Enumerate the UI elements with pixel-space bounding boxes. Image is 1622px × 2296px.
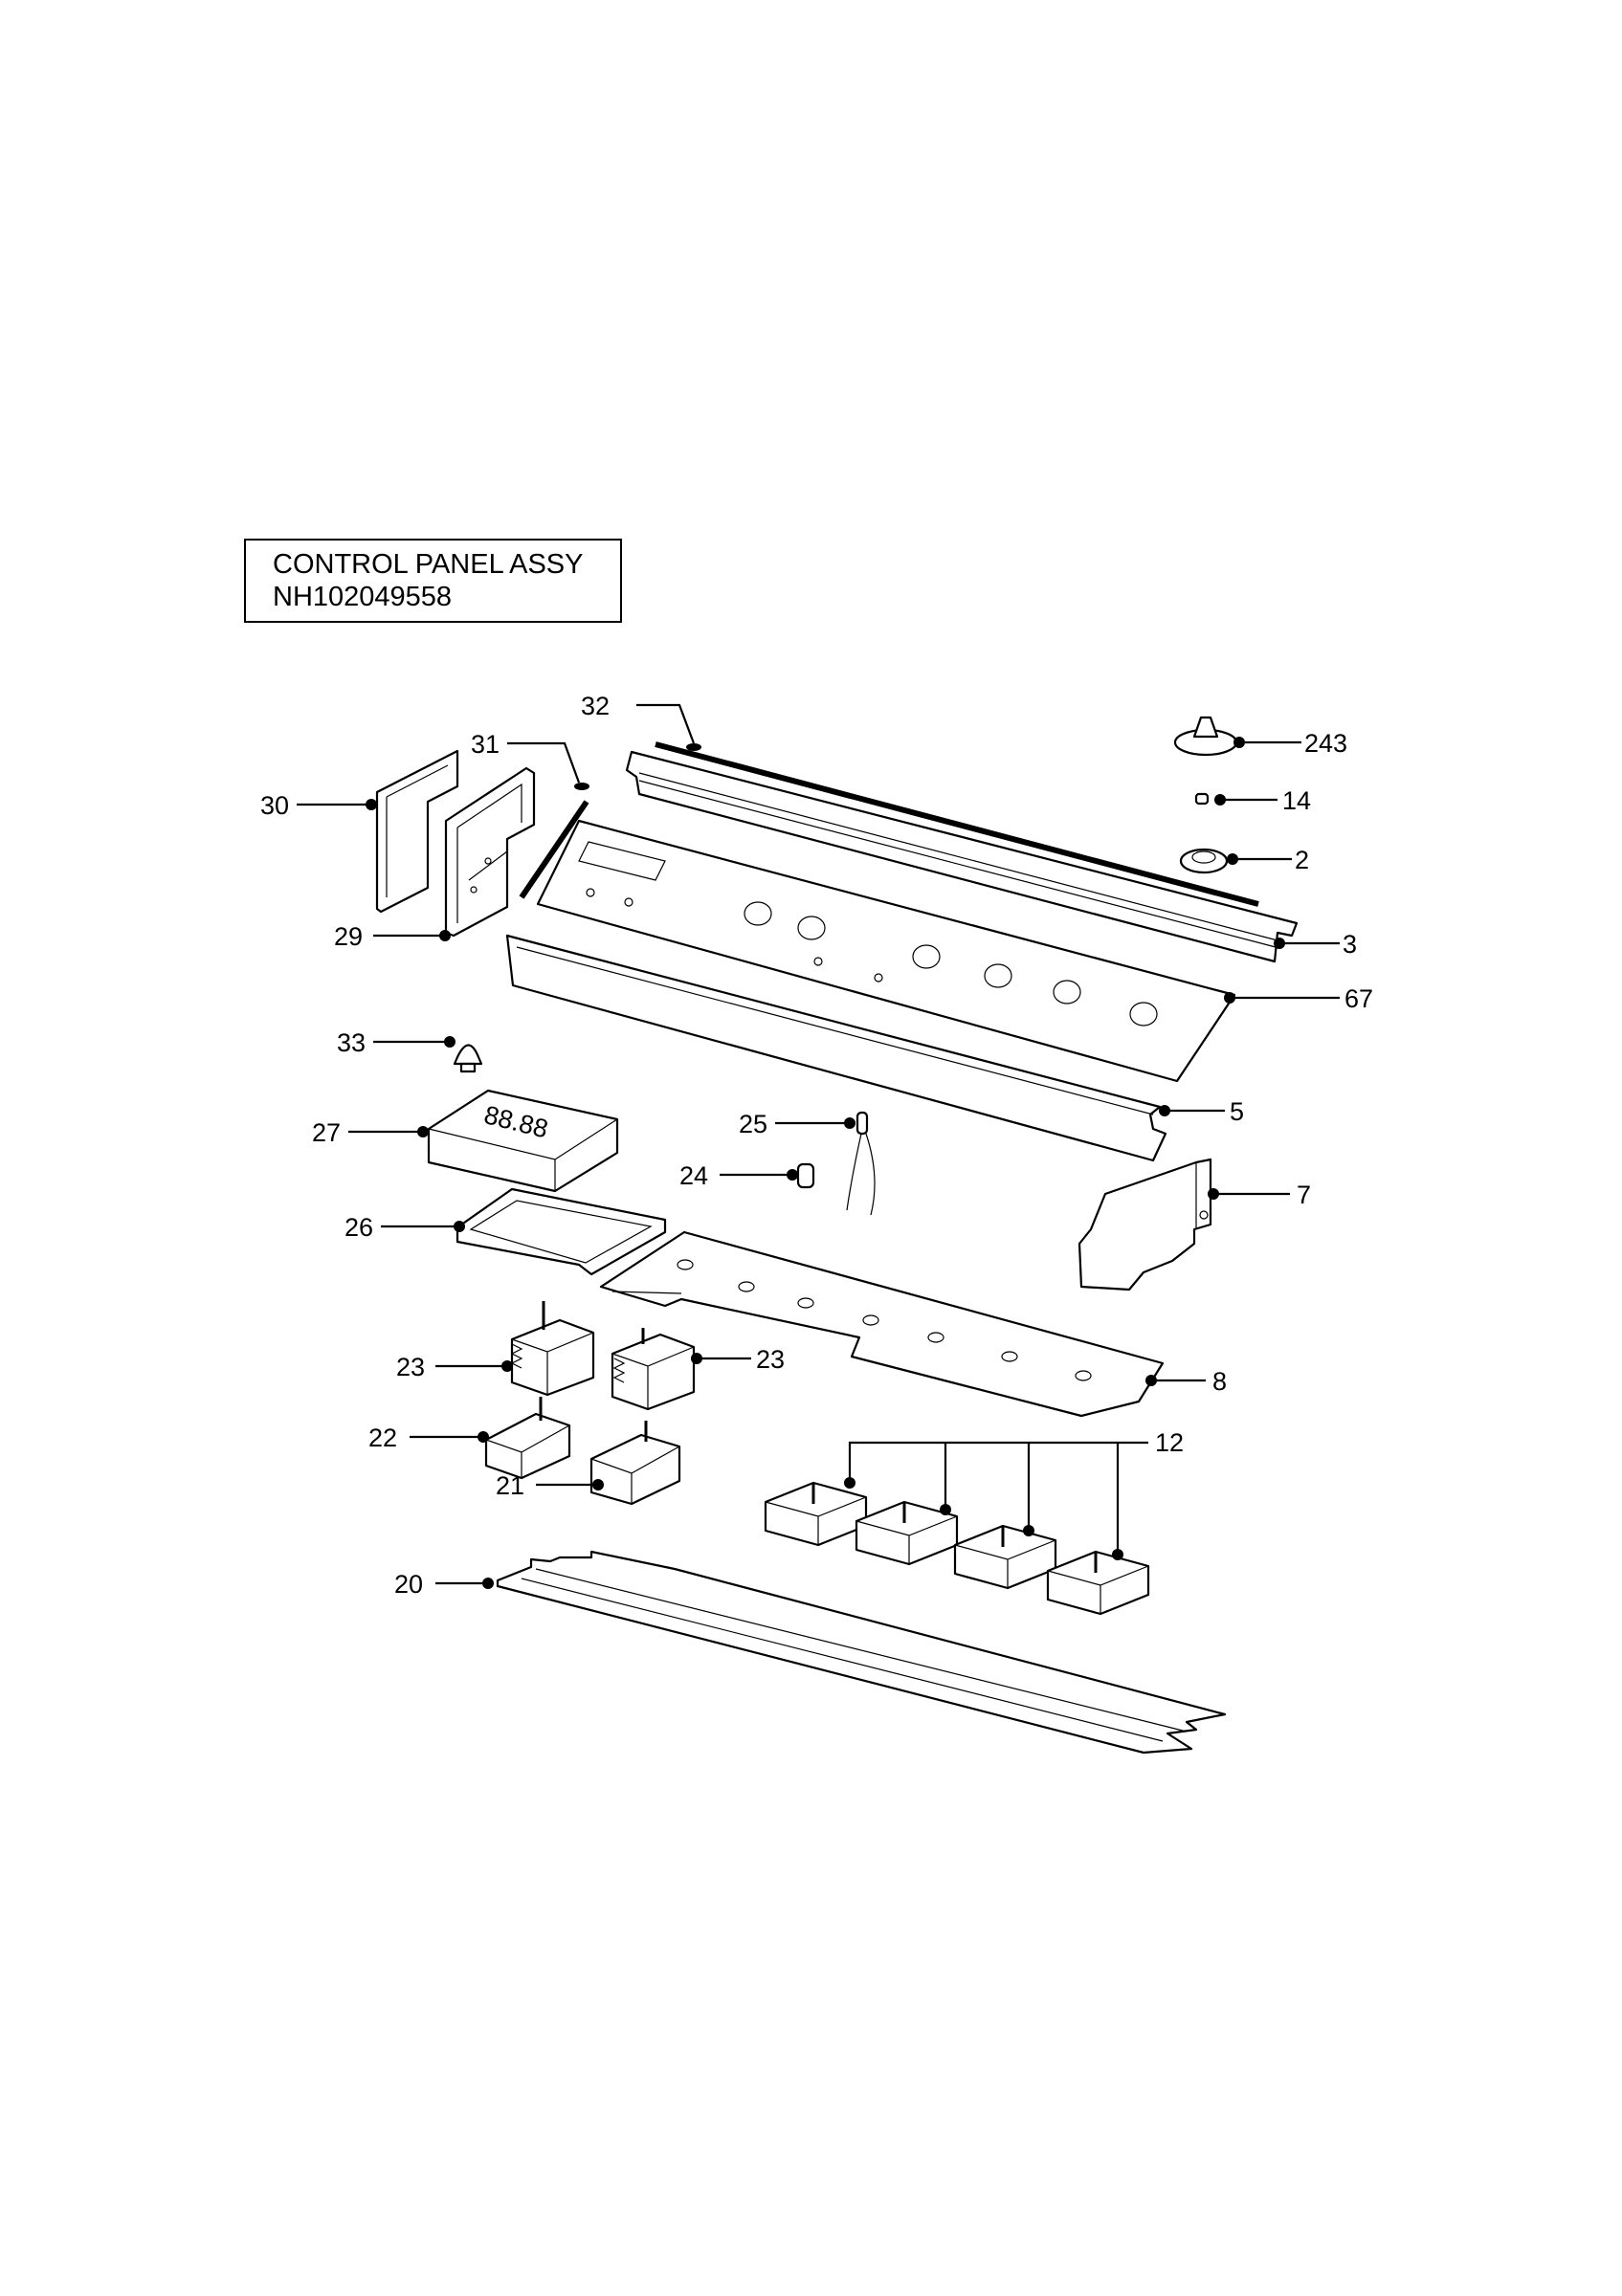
callout-25: 25 xyxy=(739,1110,767,1138)
part-20-base-rail xyxy=(496,1550,1227,1755)
part-7-end-bracket xyxy=(1078,1158,1212,1292)
callout-243: 243 xyxy=(1304,729,1347,758)
callout-3: 3 xyxy=(1343,930,1357,959)
callout-33: 33 xyxy=(337,1028,366,1057)
part-12-regulator-4 xyxy=(1046,1550,1150,1616)
part-27-display-module: 88.88 xyxy=(427,1089,619,1193)
part-12-regulator-1 xyxy=(764,1481,868,1547)
title-box: CONTROL PANEL ASSY NH102049558 xyxy=(244,539,622,623)
part-2-grommet xyxy=(1179,848,1229,874)
callout-30: 30 xyxy=(260,791,289,820)
part-12-regulator-3 xyxy=(953,1524,1057,1590)
part-22-switch xyxy=(484,1397,571,1480)
callout-32: 32 xyxy=(581,692,610,720)
callout-29: 29 xyxy=(334,922,363,951)
callout-2: 2 xyxy=(1295,846,1309,874)
callout-31: 31 xyxy=(471,730,500,759)
assembly-title: CONTROL PANEL ASSY xyxy=(273,549,584,580)
callout-21: 21 xyxy=(496,1471,524,1500)
callout-20: 20 xyxy=(394,1570,423,1599)
part-243-knob-cap xyxy=(1173,716,1238,757)
callout-67: 67 xyxy=(1344,984,1373,1013)
part-21-switch xyxy=(589,1421,681,1506)
callout-7: 7 xyxy=(1297,1181,1311,1209)
part-29-side-frame xyxy=(444,766,536,938)
assembly-part-number: NH102049558 xyxy=(273,582,453,612)
callout-23a: 23 xyxy=(396,1353,425,1381)
callout-8: 8 xyxy=(1212,1367,1227,1396)
leader-lines xyxy=(297,703,1340,1589)
part-23a-thermostat xyxy=(510,1301,595,1397)
part-14-bush xyxy=(1194,792,1210,806)
part-32-top-strip xyxy=(655,741,1259,907)
callout-22: 22 xyxy=(368,1424,397,1452)
callout-12: 12 xyxy=(1155,1428,1184,1457)
part-23b-thermostat xyxy=(611,1328,696,1411)
part-31-rod xyxy=(519,783,589,899)
part-26-board xyxy=(455,1187,667,1276)
callout-27: 27 xyxy=(312,1118,341,1147)
callout-26: 26 xyxy=(344,1213,373,1242)
part-30-side-bracket xyxy=(375,749,459,914)
callout-labels: 243 14 2 3 67 5 7 8 12 32 31 30 29 33 27… xyxy=(260,692,1373,1599)
callout-14: 14 xyxy=(1282,786,1311,815)
part-67-fascia-panel xyxy=(536,819,1236,1083)
callout-24: 24 xyxy=(679,1161,708,1190)
part-24-cylinder xyxy=(796,1162,815,1189)
part-33-knob xyxy=(453,1044,483,1073)
part-25-clip xyxy=(846,1111,876,1216)
part-3-upper-rail xyxy=(625,750,1299,963)
part-5-lower-trim xyxy=(505,934,1167,1162)
callout-5: 5 xyxy=(1230,1097,1244,1126)
callout-23b: 23 xyxy=(756,1345,785,1374)
part-8-mounting-plate xyxy=(599,1230,1165,1418)
